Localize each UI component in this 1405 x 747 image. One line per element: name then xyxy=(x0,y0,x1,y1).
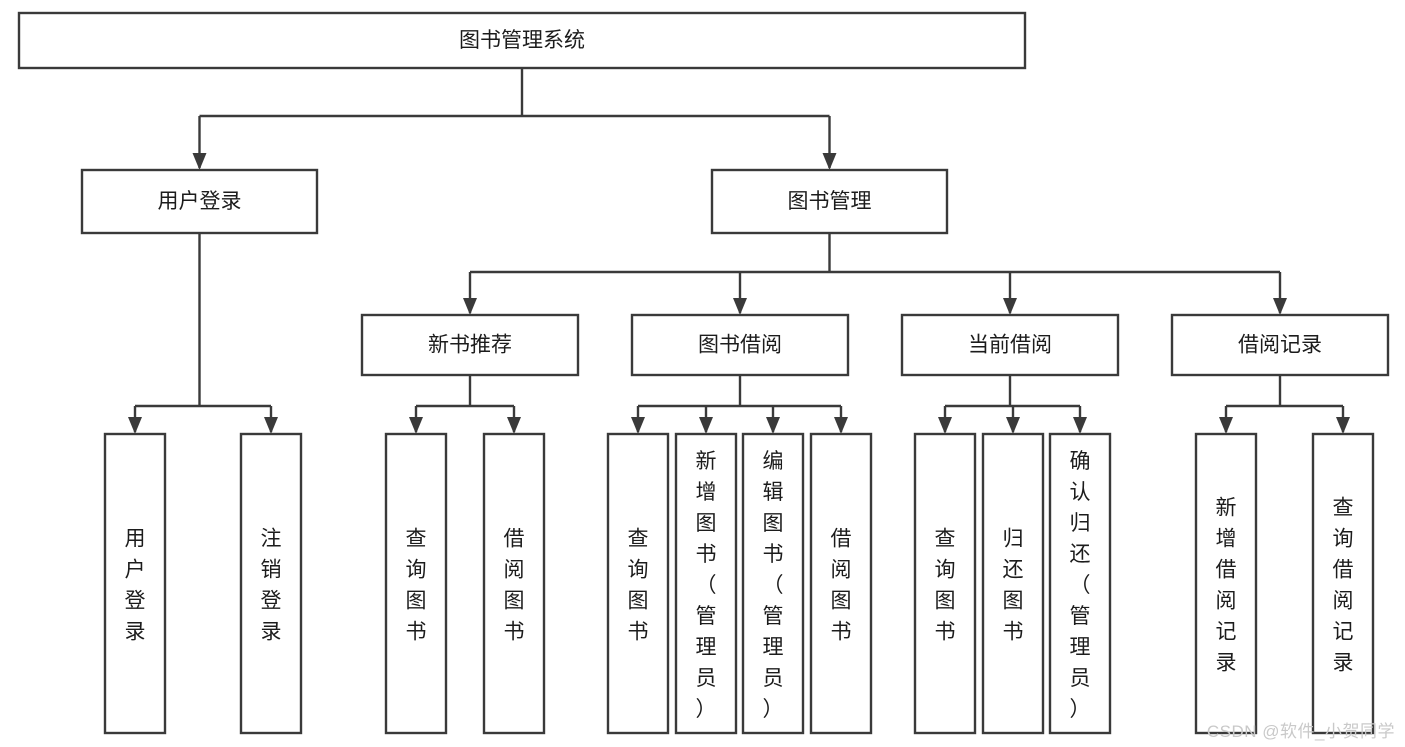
arrow-head-icon xyxy=(463,298,477,315)
node-leaf-edit-book[interactable]: 编辑图书（管理员） xyxy=(741,432,805,735)
arrow-head-icon xyxy=(1273,298,1287,315)
arrow-head-icon xyxy=(507,417,521,434)
node-label: 确认归还（管理员） xyxy=(1070,450,1091,721)
node-label: 注销登录 xyxy=(261,528,282,644)
arrow-head-icon xyxy=(128,417,142,434)
node-leaf-confirm-return[interactable]: 确认归还（管理员） xyxy=(1048,432,1112,735)
node-label: 用户登录 xyxy=(125,528,146,644)
node-box xyxy=(239,432,303,735)
node-borrow-record[interactable]: 借阅记录 xyxy=(1170,313,1390,377)
arrow-head-icon xyxy=(1006,417,1020,434)
node-leaf-return-book[interactable]: 归还图书 xyxy=(981,432,1045,735)
node-box xyxy=(630,313,850,377)
node-box xyxy=(482,432,546,735)
connectors-layer xyxy=(128,68,1350,434)
nodes-layer: 图书管理系统用户登录图书管理新书推荐图书借阅当前借阅借阅记录用户登录注销登录查询… xyxy=(17,11,1390,735)
node-leaf-borrow-book-1[interactable]: 借阅图书 xyxy=(482,432,546,735)
node-leaf-add-record[interactable]: 新增借阅记录 xyxy=(1194,432,1258,735)
node-label: 借阅记录 xyxy=(1238,334,1322,357)
arrow-head-icon xyxy=(264,417,278,434)
node-box xyxy=(17,11,1027,70)
node-box xyxy=(1194,432,1258,735)
node-box xyxy=(1048,432,1112,735)
node-box xyxy=(710,168,949,235)
node-label: 查询图书 xyxy=(406,528,427,644)
arrow-head-icon xyxy=(938,417,952,434)
arrow-head-icon xyxy=(733,298,747,315)
node-box xyxy=(384,432,448,735)
node-box xyxy=(741,432,805,735)
node-label: 借阅图书 xyxy=(831,528,852,644)
node-label: 新增图书（管理员） xyxy=(696,450,717,721)
arrow-head-icon xyxy=(834,417,848,434)
node-leaf-query-book-1[interactable]: 查询图书 xyxy=(384,432,448,735)
node-label: 查询图书 xyxy=(935,528,956,644)
node-label: 图书借阅 xyxy=(698,334,782,357)
node-user-login[interactable]: 用户登录 xyxy=(80,168,319,235)
node-box xyxy=(1311,432,1375,735)
node-label: 图书管理 xyxy=(788,190,872,213)
node-label: 新增借阅记录 xyxy=(1216,497,1237,675)
node-leaf-user-logout[interactable]: 注销登录 xyxy=(239,432,303,735)
node-label: 新书推荐 xyxy=(428,334,512,357)
node-leaf-user-login[interactable]: 用户登录 xyxy=(103,432,167,735)
arrow-head-icon xyxy=(766,417,780,434)
node-label: 编辑图书（管理员） xyxy=(763,450,784,721)
node-label: 归还图书 xyxy=(1003,528,1024,644)
node-book-borrow[interactable]: 图书借阅 xyxy=(630,313,850,377)
arrow-head-icon xyxy=(1003,298,1017,315)
node-leaf-add-book[interactable]: 新增图书（管理员） xyxy=(674,432,738,735)
node-box xyxy=(674,432,738,735)
node-leaf-query-book-2[interactable]: 查询图书 xyxy=(606,432,670,735)
watermark-label: CSDN @软件_小贺同学 xyxy=(1206,722,1395,741)
node-box xyxy=(103,432,167,735)
arrow-head-icon xyxy=(192,153,207,170)
node-root-system[interactable]: 图书管理系统 xyxy=(17,11,1027,70)
node-box xyxy=(80,168,319,235)
node-box xyxy=(360,313,580,377)
node-box xyxy=(1170,313,1390,377)
node-box xyxy=(900,313,1120,377)
arrow-head-icon xyxy=(699,417,713,434)
arrow-head-icon xyxy=(822,153,837,170)
node-leaf-query-record[interactable]: 查询借阅记录 xyxy=(1311,432,1375,735)
arrow-head-icon xyxy=(1336,417,1350,434)
node-box xyxy=(606,432,670,735)
arrow-head-icon xyxy=(631,417,645,434)
node-label: 当前借阅 xyxy=(968,334,1052,357)
node-box xyxy=(913,432,977,735)
node-leaf-query-book-3[interactable]: 查询图书 xyxy=(913,432,977,735)
node-box xyxy=(809,432,873,735)
node-current-borrow[interactable]: 当前借阅 xyxy=(900,313,1120,377)
node-book-manage[interactable]: 图书管理 xyxy=(710,168,949,235)
node-label: 查询图书 xyxy=(628,528,649,644)
arrow-head-icon xyxy=(1219,417,1233,434)
node-label: 查询借阅记录 xyxy=(1333,497,1354,675)
node-label: 借阅图书 xyxy=(504,528,525,644)
node-box xyxy=(981,432,1045,735)
node-new-book-recommend[interactable]: 新书推荐 xyxy=(360,313,580,377)
node-label: 用户登录 xyxy=(158,190,242,213)
arrow-head-icon xyxy=(409,417,423,434)
node-leaf-borrow-book-2[interactable]: 借阅图书 xyxy=(809,432,873,735)
node-label: 图书管理系统 xyxy=(459,29,585,52)
arrow-head-icon xyxy=(1073,417,1087,434)
